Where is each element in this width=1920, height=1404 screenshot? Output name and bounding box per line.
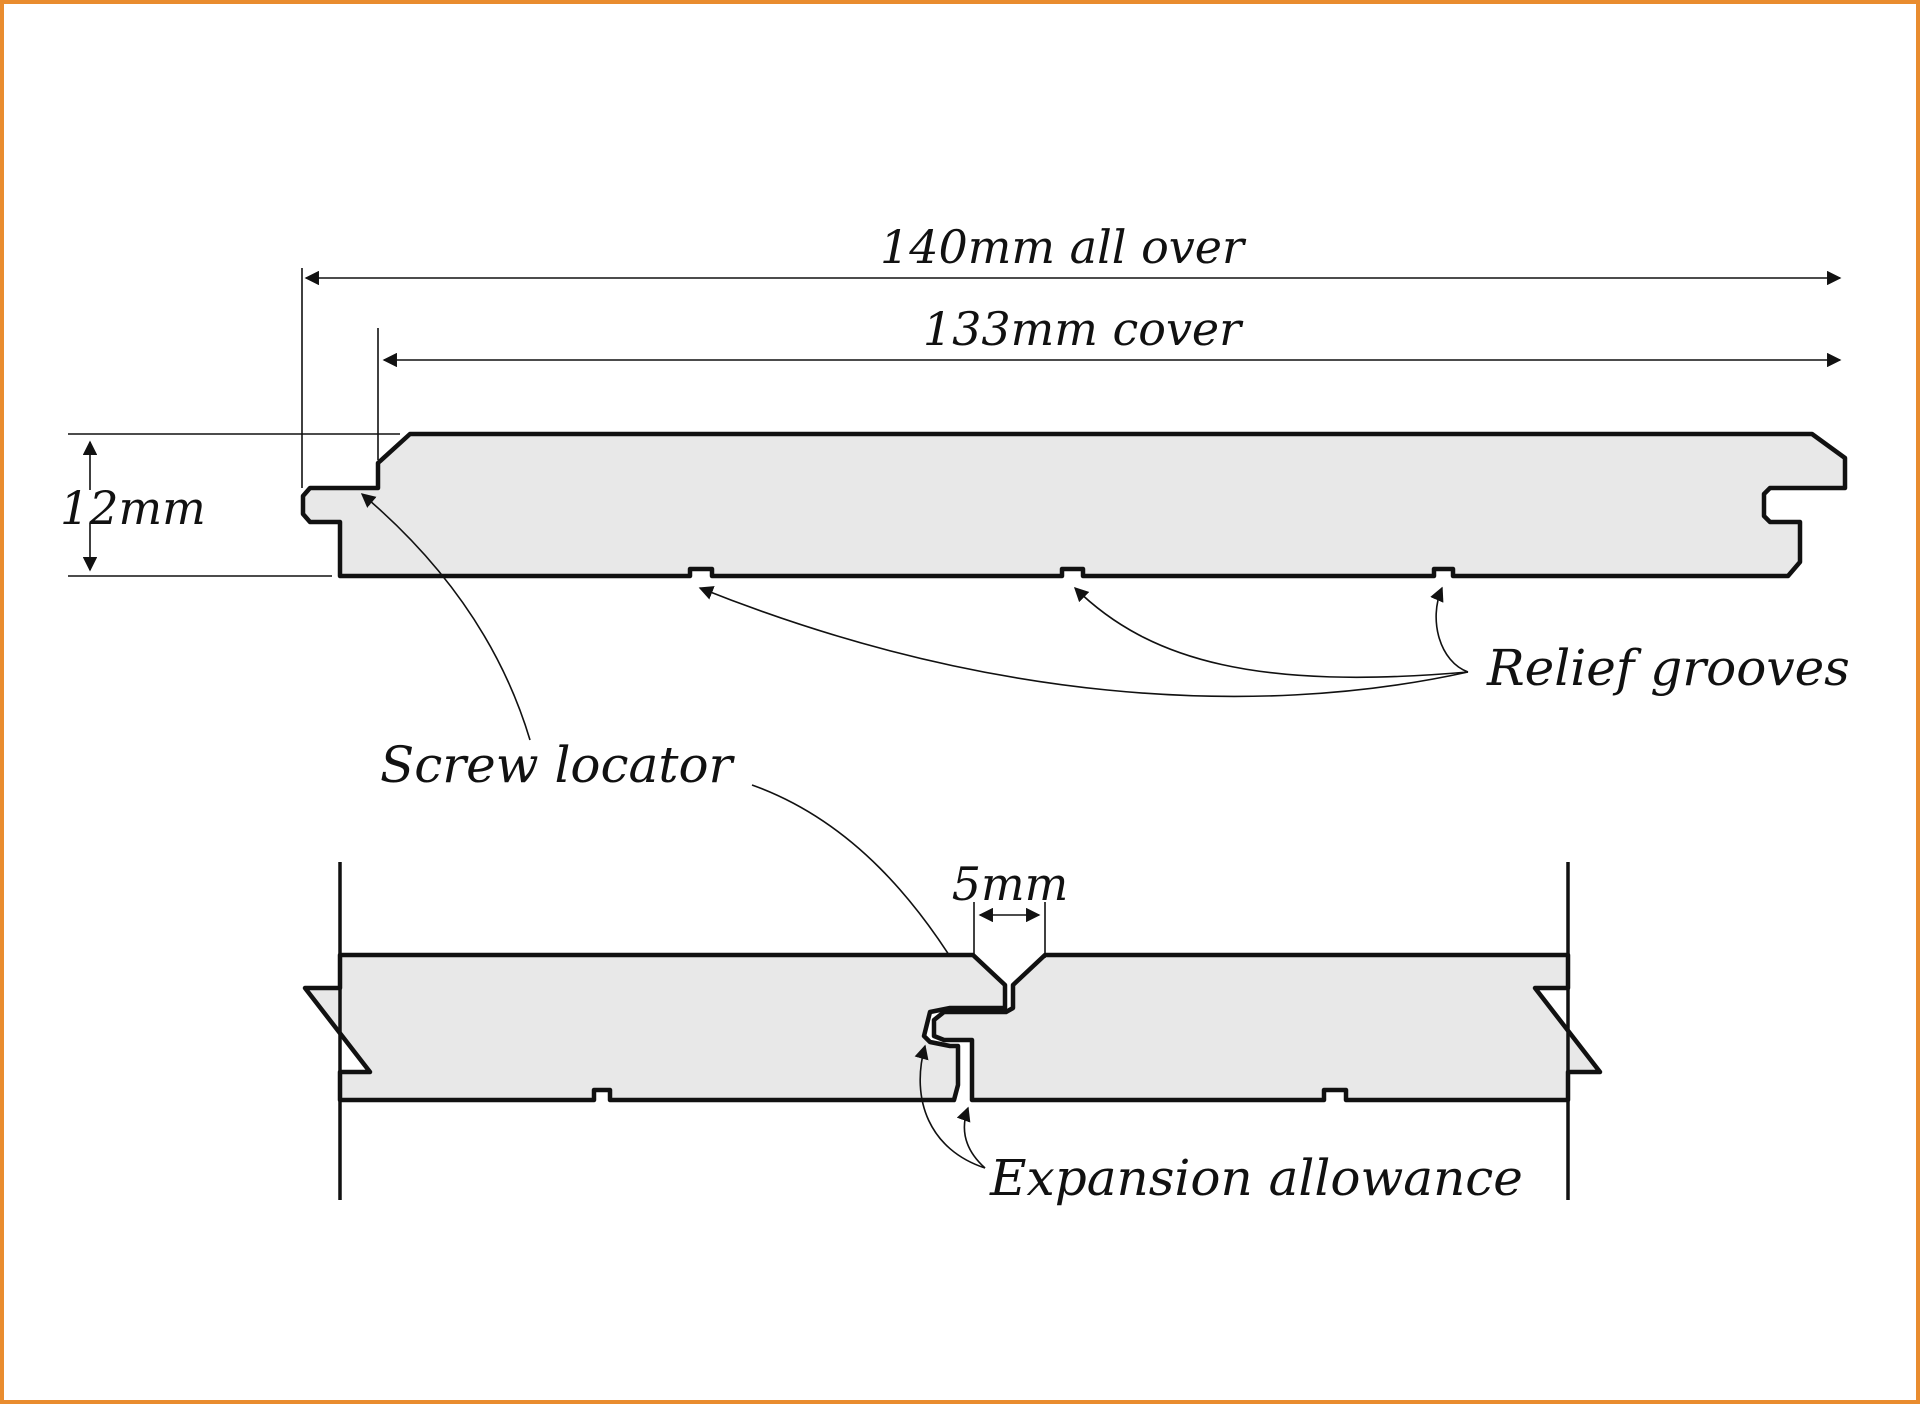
screw-locator-leaders: Screw locator	[360, 493, 976, 1000]
thickness-label: 12mm	[60, 481, 206, 535]
gap-label: 5mm	[952, 857, 1069, 911]
extension-lines	[68, 268, 400, 577]
relief-grooves-label: Relief grooves	[1486, 639, 1850, 697]
relief-grooves-leaders: Relief grooves	[698, 586, 1850, 698]
joined-boards-profile	[302, 862, 1603, 1200]
expansion-allowance-leaders: Expansion allowance	[914, 1044, 1523, 1207]
gap-dimension: 5mm	[952, 857, 1069, 958]
cover-width-label: 133mm cover	[923, 302, 1244, 356]
overall-width-dimension: 140mm all over	[304, 220, 1842, 286]
screw-locator-label: Screw locator	[380, 736, 736, 794]
thickness-dimension: 12mm	[60, 440, 206, 572]
single-board-profile	[300, 431, 1848, 579]
expansion-allowance-label: Expansion allowance	[989, 1149, 1523, 1207]
cover-width-dimension: 133mm cover	[382, 302, 1842, 368]
overall-width-label: 140mm all over	[880, 220, 1247, 274]
